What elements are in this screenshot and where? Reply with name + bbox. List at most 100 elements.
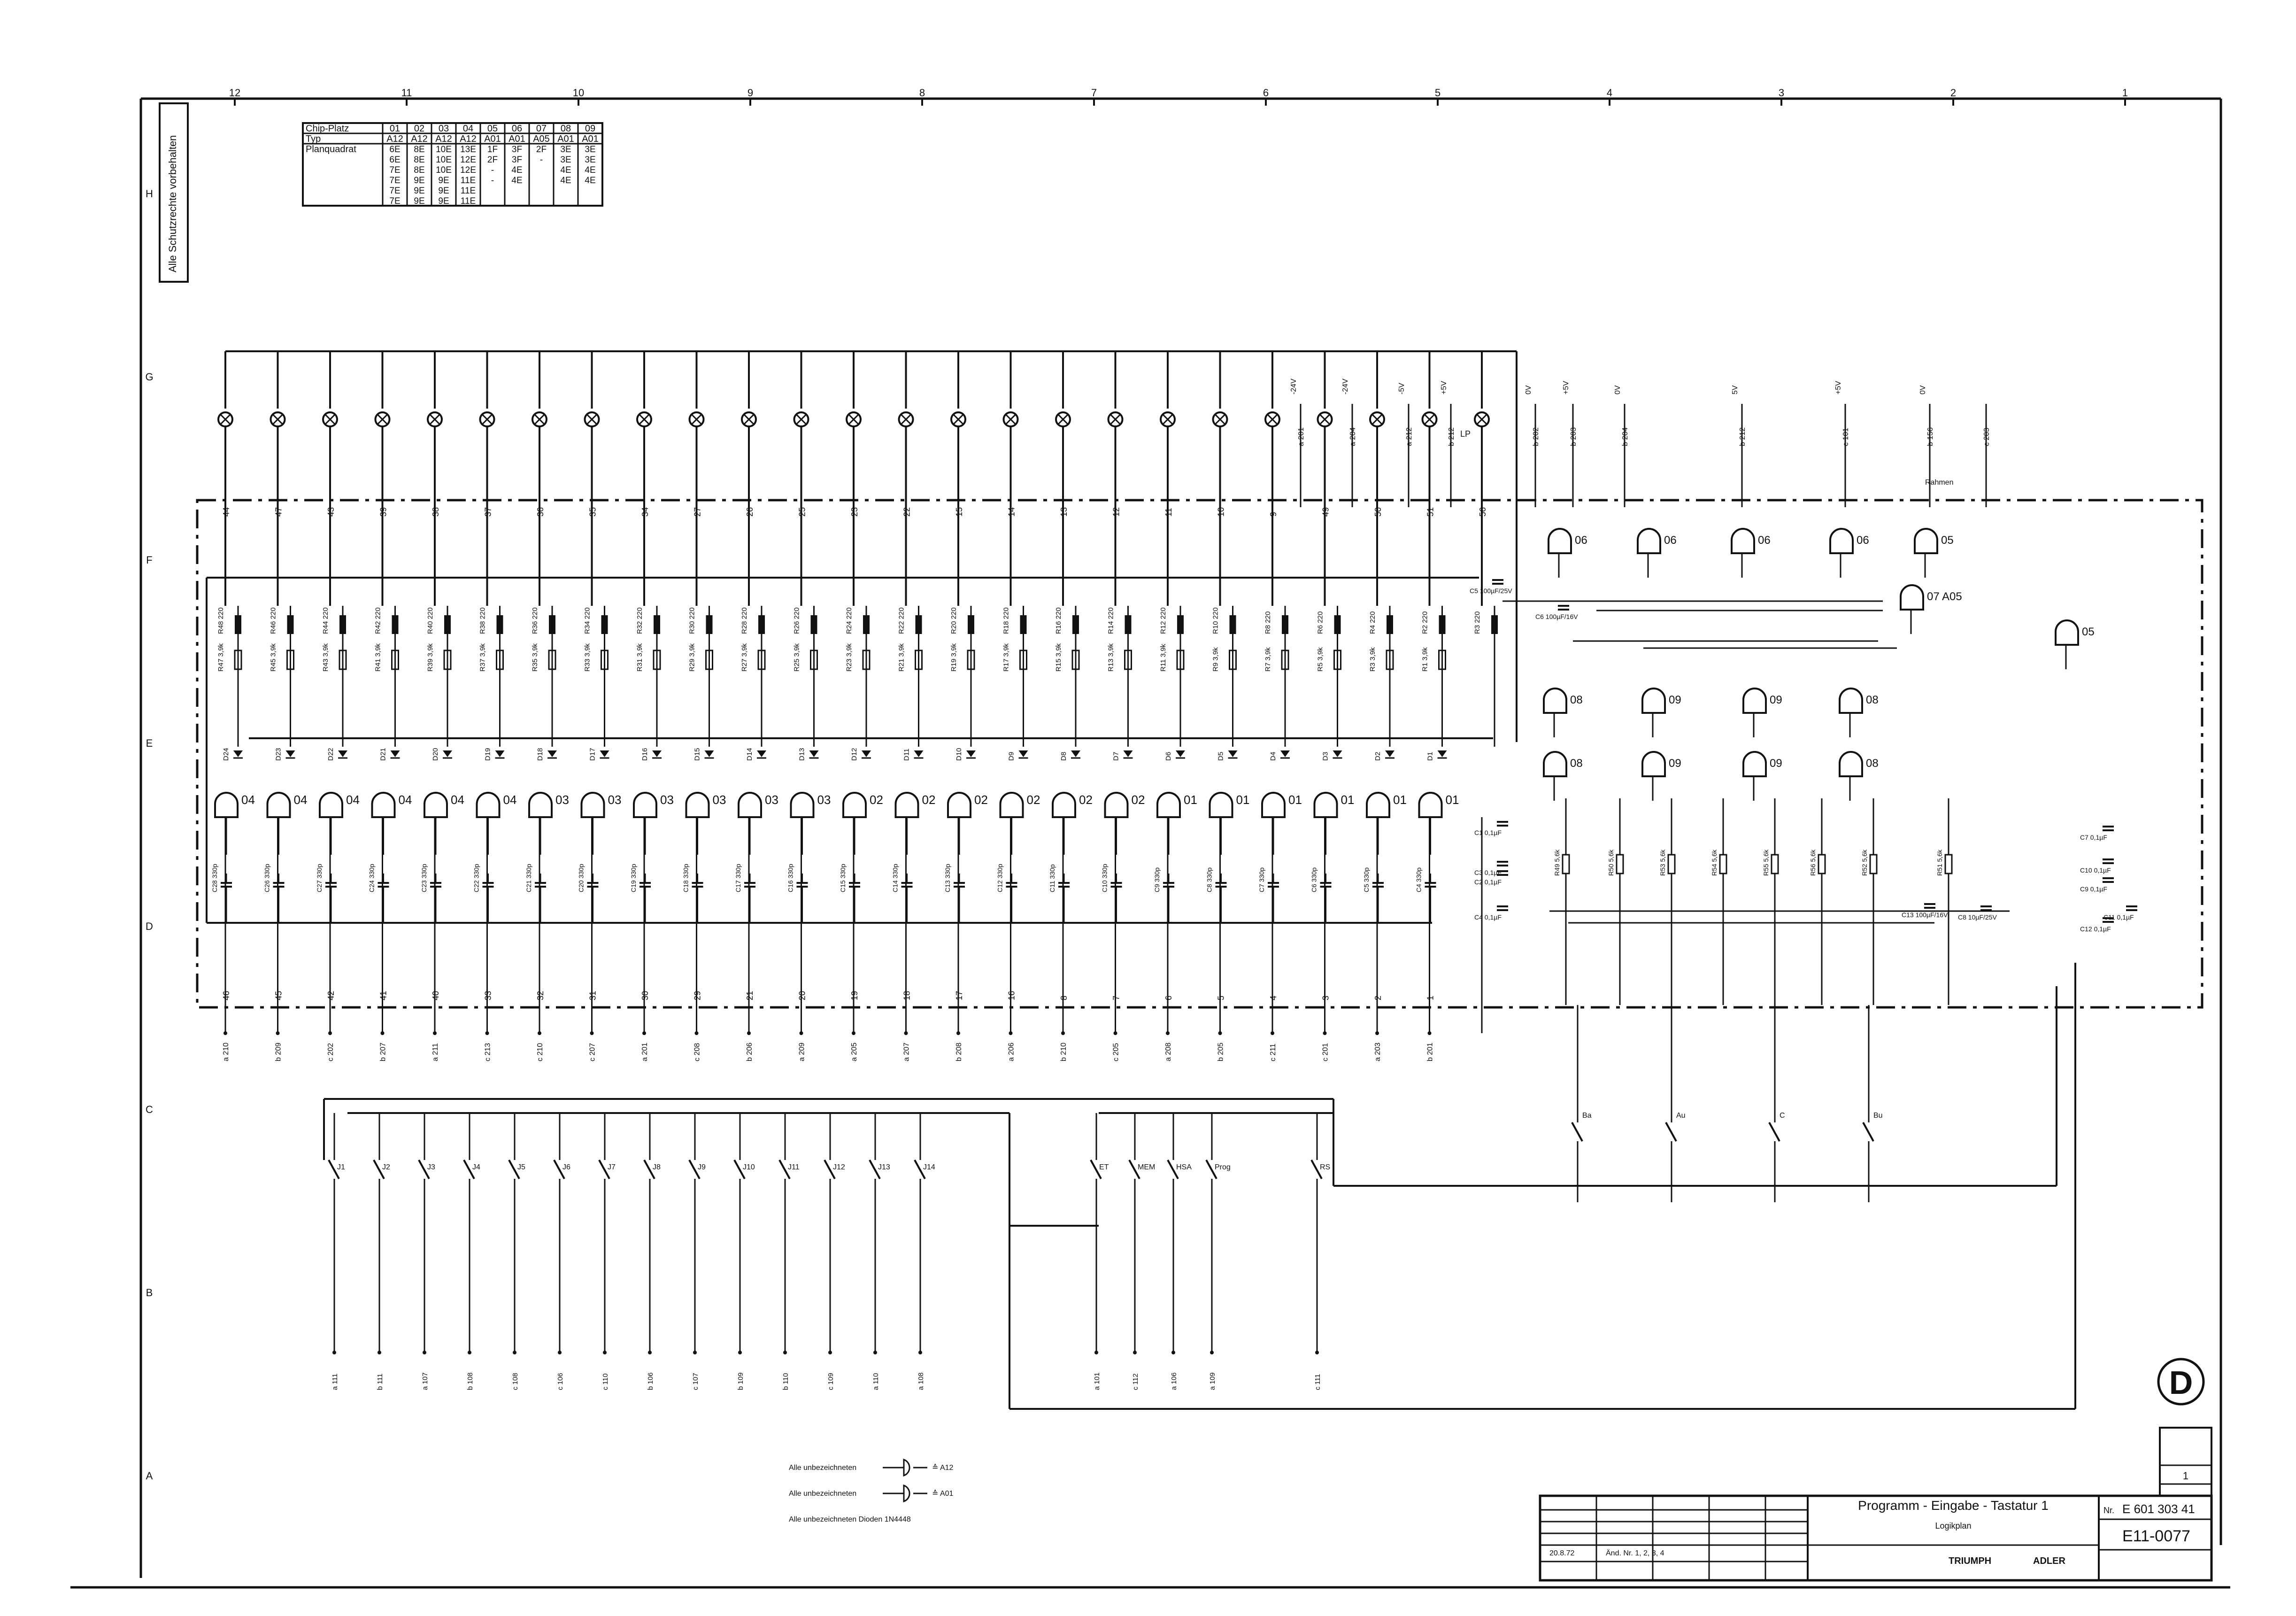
bottom-pin: 41	[379, 991, 388, 1000]
key-switch: J5c 108	[508, 1113, 525, 1390]
chip-platz: 09	[585, 124, 595, 134]
gate-label: 02	[922, 793, 936, 807]
lamp-pin: 51	[1426, 507, 1435, 517]
net-terminal	[1009, 1031, 1013, 1035]
nand-gate-icon	[1548, 528, 1572, 554]
key-net-label: c 108	[511, 1373, 519, 1390]
key-label: J10	[743, 1163, 755, 1171]
wire	[1162, 414, 1173, 425]
diode-icon	[1228, 750, 1238, 757]
wire	[1267, 414, 1278, 425]
net-terminal	[956, 1031, 960, 1035]
grid-top-label: 1	[2122, 87, 2128, 99]
chip-platz: 05	[487, 124, 498, 134]
bottom-net-label: c 201	[1322, 1043, 1330, 1061]
chip-plan: 13E	[460, 145, 476, 155]
key-switch: J9c 107	[688, 1113, 706, 1390]
capacitor-label: C21 330p	[525, 864, 532, 892]
company-left: TRIUMPH	[1949, 1556, 1991, 1566]
grid-top-label: 3	[1779, 87, 1784, 99]
diode-label: D7	[1112, 752, 1120, 761]
supply-net-label: a 201	[1297, 427, 1305, 446]
nand-gate-icon	[1731, 528, 1755, 554]
grid-left-label: F	[146, 554, 152, 566]
lamp-pin: 27	[693, 507, 702, 517]
capacitor-label: C9 0,1µF	[2080, 885, 2107, 893]
supply-net-label: b 156	[1926, 427, 1934, 446]
revision-text: Änd. Nr. 1, 2, 3, 4	[1606, 1549, 1664, 1557]
gate-label: 03	[555, 793, 569, 807]
rahmen-label: Rahmen	[1925, 479, 1953, 487]
nand-gate-icon	[1839, 688, 1863, 714]
bottom-pin: 40	[431, 991, 440, 1000]
grid-top-label: 6	[1263, 87, 1269, 99]
nand-gate-icon	[528, 792, 553, 818]
bottom-pin: 32	[536, 991, 545, 1000]
wire	[1319, 414, 1330, 425]
bottom-pin: 19	[850, 991, 859, 1000]
bottom-pin: 3	[1321, 996, 1331, 1000]
key-net-label: c 106	[556, 1373, 564, 1390]
wire	[553, 1160, 565, 1179]
key-switch: J7c 110	[598, 1113, 616, 1390]
nand-gate-icon	[947, 792, 971, 818]
bottom-net-label: a 203	[1374, 1043, 1382, 1061]
capacitor-label: C1 0,1µF	[1474, 829, 1502, 836]
key-terminal	[1133, 1351, 1137, 1354]
resistor-icon	[1719, 854, 1727, 874]
bottom-pin: 45	[274, 991, 284, 1000]
key-switch: J6c 106	[553, 1113, 570, 1390]
supply-label: 0V	[1614, 385, 1622, 394]
bottom-pin: 33	[484, 991, 493, 1000]
wire	[1005, 414, 1016, 425]
key-label: RS	[1320, 1163, 1330, 1171]
resistor-label: R37 3,9k	[479, 643, 487, 672]
wire	[377, 414, 388, 425]
bottom-pin: 1	[1426, 996, 1435, 1000]
wire	[1090, 1160, 1102, 1179]
gate-label: 04	[241, 793, 255, 807]
gate-label: 06	[1664, 534, 1677, 547]
resistor-label: R14 220	[1107, 607, 1115, 634]
supply-label: 5V	[1731, 385, 1739, 394]
gate-symbol-icon	[903, 1458, 910, 1477]
nand-gate-icon	[1900, 584, 1924, 611]
chip-plan: 12E	[460, 155, 476, 165]
net-terminal	[1061, 1031, 1065, 1035]
chip-plan: 4E	[585, 165, 595, 175]
diode-label: D3	[1322, 752, 1330, 761]
capacitor-label: C13 100µF/16V	[1902, 911, 1948, 919]
net-terminal	[1375, 1031, 1379, 1035]
chip-plan: 7E	[389, 165, 400, 175]
chip-typ: A01	[582, 134, 599, 144]
blatt-number: 1	[2183, 1470, 2188, 1482]
net-terminal	[380, 1031, 385, 1035]
key-net-label: b 110	[782, 1373, 790, 1390]
key-net-label: c 109	[827, 1373, 835, 1390]
chip-plan: 8E	[414, 145, 424, 155]
key-label: J3	[427, 1163, 435, 1171]
lamp-pin: 50	[1373, 507, 1383, 517]
wire	[796, 414, 807, 425]
gate-label: 08	[1570, 757, 1583, 770]
diode-label: D1	[1426, 752, 1434, 761]
capacitor-label: C7 0,1µF	[2080, 834, 2107, 841]
chip-plan: 3F	[512, 145, 522, 155]
key-label: J13	[878, 1163, 890, 1171]
resistor-label: R33 3,9k	[584, 643, 592, 672]
resistor-icon	[1616, 854, 1624, 874]
resistor-label: R47 3,9k	[217, 643, 225, 672]
wire	[598, 1160, 610, 1179]
revision-mark: D	[2157, 1358, 2205, 1406]
lamp-pin: 25	[798, 507, 807, 517]
chip-typ: A12	[435, 134, 452, 144]
diode-icon	[809, 750, 819, 757]
